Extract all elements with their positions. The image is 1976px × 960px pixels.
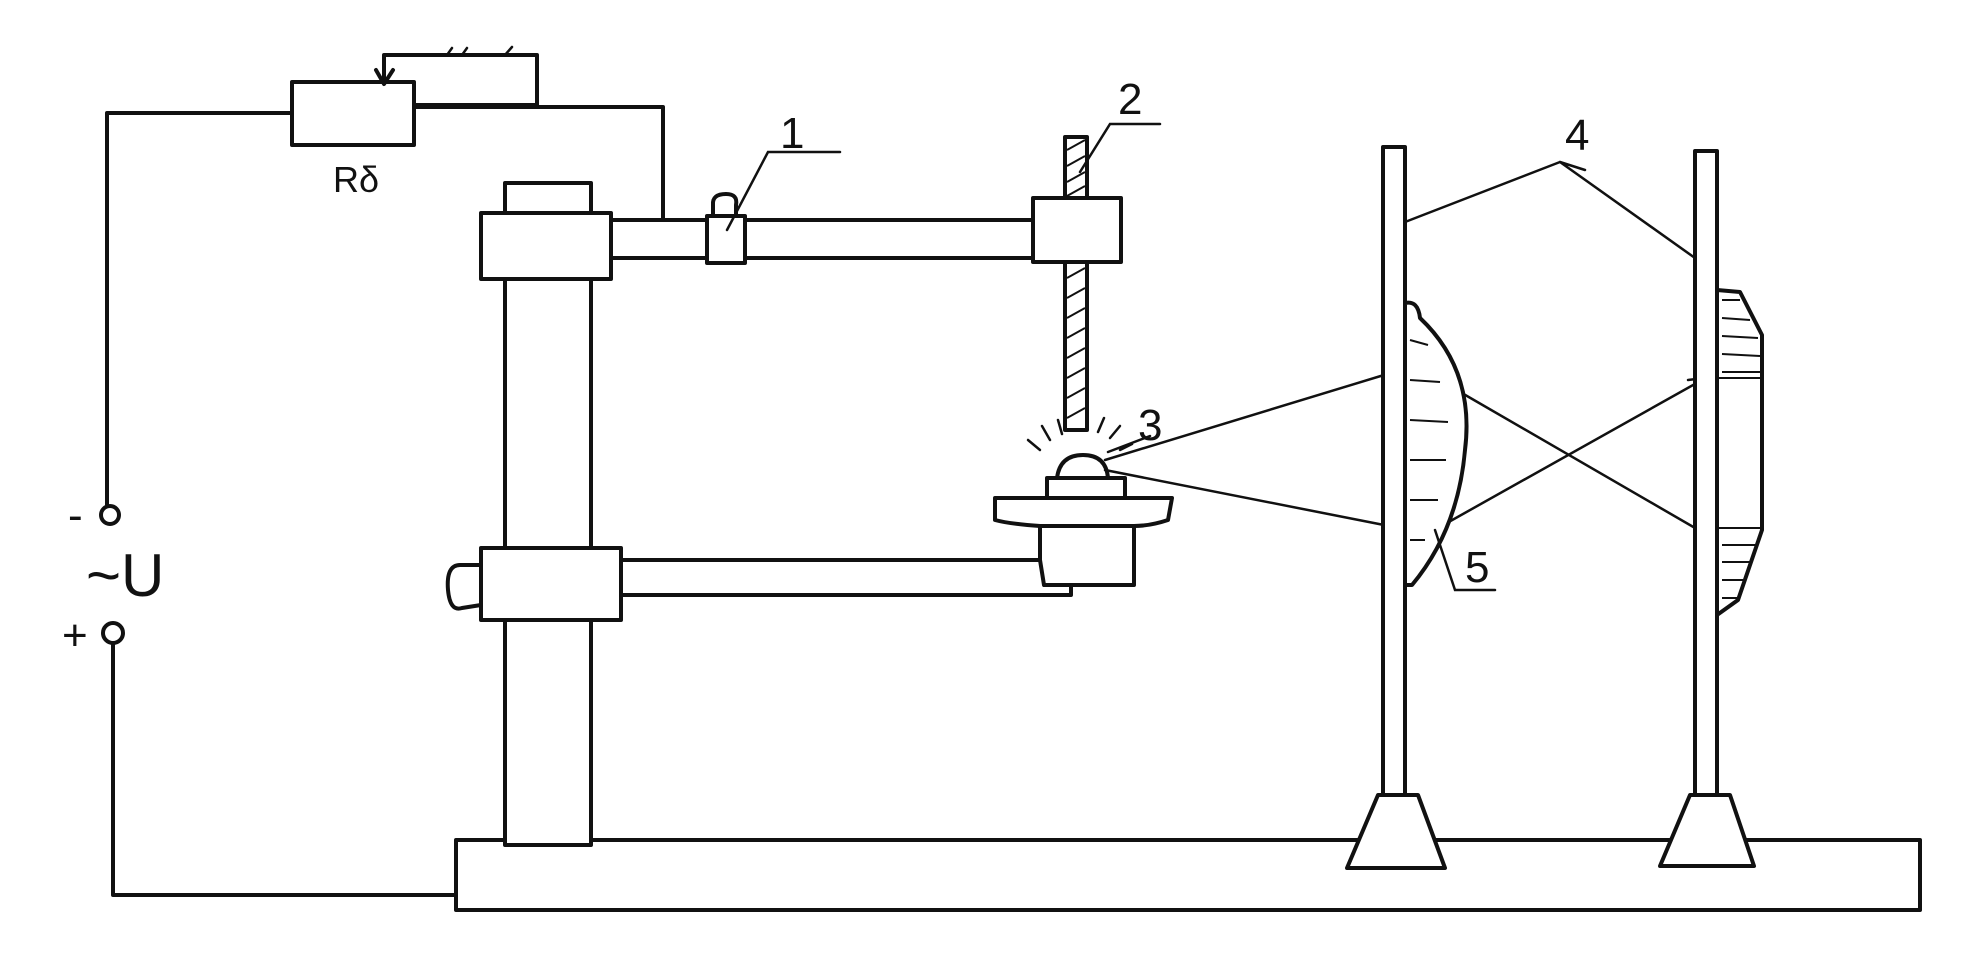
callout-3-leader: [1106, 434, 1152, 454]
electrode-clamp: [1031, 196, 1123, 264]
minus-terminal: [99, 504, 121, 526]
slider-arrow: [374, 68, 395, 86]
voltage-label: ~U: [86, 542, 164, 609]
resistor-label: Rδ: [333, 159, 379, 200]
callout-1-label: 1: [780, 109, 804, 158]
light-rays: [1103, 373, 1707, 534]
optical-posts: [1345, 145, 1764, 870]
post-2-foot: [1658, 793, 1756, 868]
upper-clamp: [479, 211, 613, 281]
holder-1-screw: [710, 192, 739, 218]
post-1-foot: [1345, 793, 1447, 870]
wire-to-stand: [412, 105, 665, 224]
stand-rod: [503, 243, 593, 847]
wire-minus: [105, 111, 294, 507]
slider-wiggle: [445, 45, 514, 57]
ray-lower-refracted: [1436, 378, 1704, 530]
plus-terminal: [101, 621, 125, 645]
ray-lower-incident: [1103, 468, 1386, 527]
ray-upper-refracted: [1446, 383, 1704, 534]
callout-4-label: 4: [1565, 111, 1589, 160]
rheostat-resistor: [290, 80, 416, 147]
laboratory-stand: [445, 135, 1922, 912]
electrode-hatching: [1066, 139, 1086, 419]
minus-sign-label: -: [68, 491, 83, 540]
glow-rays: [1026, 416, 1134, 452]
lens-5-shading: [1409, 339, 1449, 541]
lower-clamp-screw: [445, 563, 483, 611]
callout-2-leader: [1078, 122, 1162, 174]
ray-upper-incident: [1103, 373, 1386, 462]
lens-5: [1403, 300, 1469, 587]
electrode-rod: [1063, 135, 1089, 200]
sample-support: [1045, 476, 1127, 500]
callout-2-label: 2: [1118, 75, 1142, 124]
electrical-circuit: Rδ - + ~U: [62, 45, 665, 897]
screen-upper-shade: [1717, 299, 1762, 379]
stand-top-cap: [503, 181, 593, 217]
sample-table-top: [993, 496, 1174, 528]
callouts: 1 2 3 4 5: [725, 75, 1697, 592]
glowing-sample: [1055, 453, 1110, 480]
callout-1-leader: [725, 150, 842, 232]
callout-3-label: 3: [1138, 401, 1162, 450]
post-1: [1381, 145, 1407, 797]
callout-4-leader: [1403, 160, 1697, 260]
sample-table-pedestal: [1038, 522, 1136, 587]
callout-5-label: 5: [1465, 543, 1489, 592]
lower-arm: [619, 558, 1073, 597]
upper-arm: [609, 218, 1038, 260]
callout-5-leader: [1433, 528, 1497, 592]
lower-clamp: [479, 546, 623, 622]
holder-1: [705, 214, 747, 265]
wire-plus: [111, 643, 458, 897]
electrode-rod-lower: [1063, 260, 1089, 432]
stand-base: [454, 838, 1922, 912]
post-2: [1693, 149, 1719, 797]
plus-sign-label: +: [62, 611, 88, 660]
screen-lower-shade: [1717, 527, 1762, 599]
